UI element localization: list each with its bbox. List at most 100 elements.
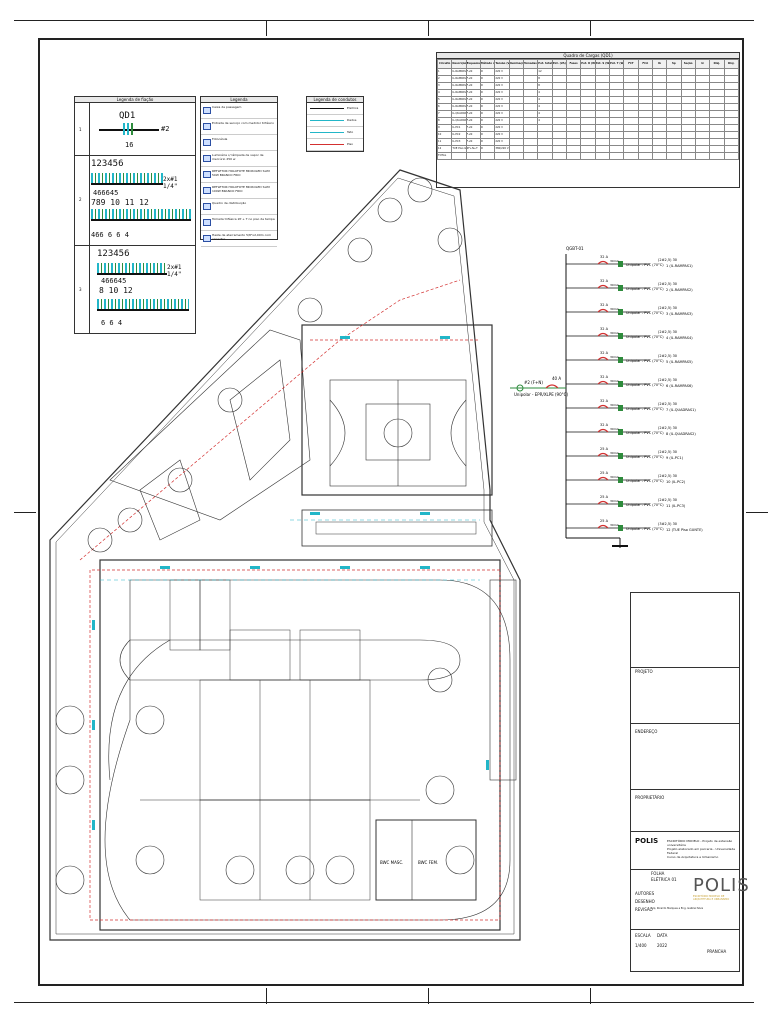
- table-cell: D: [479, 96, 496, 104]
- circuit-label: 7 (IL.QUADRAS1): [666, 408, 696, 412]
- circuit-label: 3 (IL.RAMPAS3): [666, 312, 693, 316]
- table-cell: 12: [537, 68, 553, 76]
- table-cell: [522, 138, 539, 146]
- table-cell: [580, 75, 596, 83]
- trim-line-top: [14, 20, 754, 21]
- table-cell: [680, 89, 696, 97]
- table-cell: [637, 75, 653, 83]
- table-cell: [666, 96, 682, 104]
- cable-type: Unipolar - PVC (70°C): [626, 407, 664, 411]
- table-cell: [565, 89, 582, 97]
- authors-label: AUTORES: [635, 891, 655, 896]
- table-cell: [694, 110, 711, 118]
- breaker-rating: 32 A: [600, 399, 609, 403]
- table-cell: [551, 89, 567, 97]
- site-plan: BWC MASC. BWC FEM.: [49, 169, 521, 941]
- table-cell: IL.RAMPAS4: [451, 89, 467, 97]
- photocell-icon: [203, 139, 211, 146]
- table-cell: 4: [537, 117, 553, 125]
- conduit-line-swatch: [310, 120, 344, 121]
- table-cell: [594, 110, 610, 118]
- table-header-cell: Descrição: [451, 59, 467, 69]
- dr-symbol: [618, 453, 623, 459]
- wiring-symbol: [91, 173, 163, 185]
- dr-symbol: [618, 525, 623, 531]
- drawing-sheet: [38, 38, 744, 986]
- table-cell: [637, 131, 653, 139]
- table-cell: [694, 68, 711, 76]
- table-cell: [594, 82, 610, 90]
- wire-spec: (2#2,5) 30: [658, 426, 677, 430]
- bwc-masc-label: BWC MASC.: [380, 860, 403, 865]
- wire-spec: (2#2,5) 30: [658, 378, 677, 382]
- conduit-line-swatch: [310, 132, 344, 133]
- table-cell: [709, 124, 725, 132]
- table-cell: [508, 96, 524, 104]
- table-cell: [580, 138, 596, 146]
- table-cell: [651, 75, 668, 83]
- table-cell: [608, 145, 625, 153]
- table-cell: 220 V: [494, 89, 510, 97]
- dr-symbol: [618, 405, 623, 411]
- table-cell: [666, 131, 682, 139]
- table-cell: 5: [436, 96, 453, 104]
- conduit-item-label: Eletrica: [347, 106, 359, 110]
- table-cell: [508, 117, 524, 125]
- description-line: Curso de Arquitetura e Urbanismo: [667, 855, 719, 859]
- table-header-cell: Pot. R (W): [580, 59, 596, 69]
- table-header-cell: FCA: [637, 59, 653, 69]
- table-cell: [694, 96, 711, 104]
- table-cell: 8: [537, 75, 553, 83]
- table-cell: [522, 145, 539, 153]
- circuit-label: 8 (IL.QUADRAS2): [666, 432, 696, 436]
- idr-rating: 30mA: [610, 355, 620, 359]
- table-cell: [623, 103, 639, 111]
- table-cell: [594, 131, 610, 139]
- breaker-rating: 25 A: [600, 471, 609, 475]
- table-cell: [580, 152, 596, 160]
- table-cell: D: [479, 75, 496, 83]
- table-cell: 220 V: [494, 68, 510, 76]
- table-cell: [608, 103, 625, 111]
- idr-rating: 30mA: [610, 475, 620, 479]
- table-cell: [623, 96, 639, 104]
- breaker-rating: 32 A: [600, 351, 609, 355]
- table-cell: [723, 131, 740, 139]
- wiring-row-number: 3: [79, 287, 82, 292]
- table-cell: [565, 110, 582, 118]
- table-cell: [522, 124, 539, 132]
- table-cell: [623, 145, 639, 153]
- legend-item: Caixa de passagem: [201, 103, 277, 119]
- table-cell: [709, 96, 725, 104]
- legend-item: REFLETOR HOLOFOTE MICROLED SLIM 50W BRAN…: [201, 167, 277, 183]
- table-cell: [580, 110, 596, 118]
- table-cell: [637, 152, 653, 160]
- circuit-label: 5 (IL.RAMPAS5): [666, 360, 693, 364]
- trim-tick: [590, 988, 591, 1004]
- table-cell: [709, 145, 725, 153]
- conduit-item: Teto: [307, 127, 363, 139]
- table-cell: 1: [436, 68, 453, 76]
- table-cell: [680, 117, 696, 125]
- breaker-symbol: [597, 332, 609, 337]
- title-block: PROJETO ENDEREÇO PROPRIETÁRIO POLIS ESCR…: [630, 592, 749, 972]
- table-cell: [608, 138, 625, 146]
- table-cell: D: [479, 68, 496, 76]
- table-cell: D: [479, 145, 496, 153]
- dr-symbol: [618, 501, 623, 507]
- wiring-top-numbers: 123456: [97, 249, 130, 259]
- bwc-fem-label: BWC FEM.: [418, 860, 438, 865]
- legend-item: Luminária c/ lâmpada de vapor de mercúri…: [201, 151, 277, 167]
- cable-type: Unipolar - PVC (70°C): [626, 503, 664, 507]
- table-cell: F+N: [465, 96, 481, 104]
- breaker-symbol: [597, 500, 609, 505]
- dr-symbol: [618, 381, 623, 387]
- table-cell: 8: [436, 117, 453, 125]
- main-feed-wires: #2 (F+N): [524, 380, 543, 385]
- conduit-item: Dados: [307, 115, 363, 127]
